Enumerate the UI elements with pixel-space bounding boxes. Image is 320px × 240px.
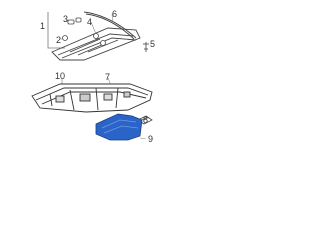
bracket-line xyxy=(47,12,65,49)
callout-2: 2 xyxy=(56,35,62,45)
callout-4: 4 xyxy=(87,17,93,27)
callout-9: 9 xyxy=(148,134,154,144)
clip-parts xyxy=(62,17,106,46)
dash-panel xyxy=(31,83,153,113)
cowl-top-panel xyxy=(51,27,141,61)
callout-5: 5 xyxy=(150,39,156,49)
dash-insulator-highlighted xyxy=(95,113,147,141)
callout-3: 3 xyxy=(63,14,69,24)
leader-lines xyxy=(60,19,97,40)
callout-6: 6 xyxy=(112,9,118,19)
callout-1: 1 xyxy=(40,21,46,31)
bolt-part xyxy=(143,42,149,52)
seal-rod xyxy=(83,11,137,40)
callout-8: 8 xyxy=(143,115,149,125)
callout-7: 7 xyxy=(105,72,111,82)
parts-diagram xyxy=(31,11,153,141)
callout-10: 10 xyxy=(55,71,66,81)
